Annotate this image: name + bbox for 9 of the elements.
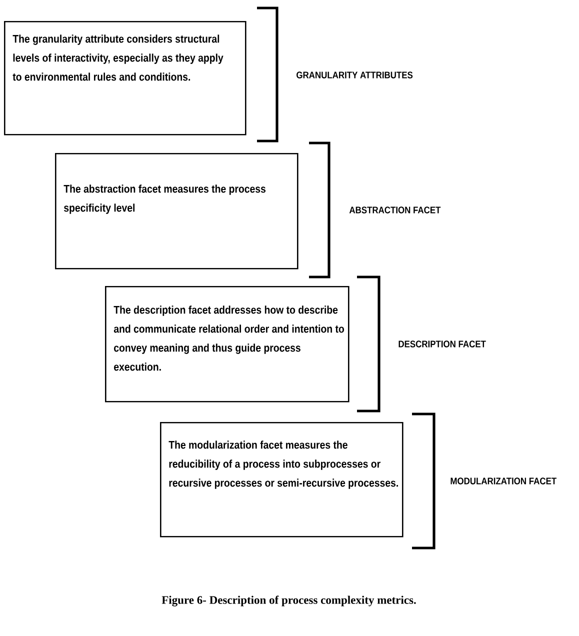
bracket-label: DESCRIPTION FACET [398, 340, 486, 348]
bracket-label: GRANULARITY ATTRIBUTES [296, 72, 413, 78]
bracket-label: ABSTRACTION FACET [349, 206, 441, 214]
text-box: The modularization facet measures the reducibility of a process into subprocesses or recursive processes or semi-recursive processes. [160, 422, 404, 538]
text-box: The abstraction facet measures the process specificity level [55, 153, 298, 270]
text-box: The granularity attribute considers structural levels of interactivity, especially as they apply to environmental rules and conditions. [4, 21, 246, 136]
figure-caption: Figure 6- Description of process complexity metrics. [162, 596, 416, 606]
bracket-label: MODULARIZATION FACET [450, 478, 556, 484]
text-box: The description facet addresses how to describe and communicate relational order and intention to convey meaning and thus guide process execution. [105, 286, 350, 402]
